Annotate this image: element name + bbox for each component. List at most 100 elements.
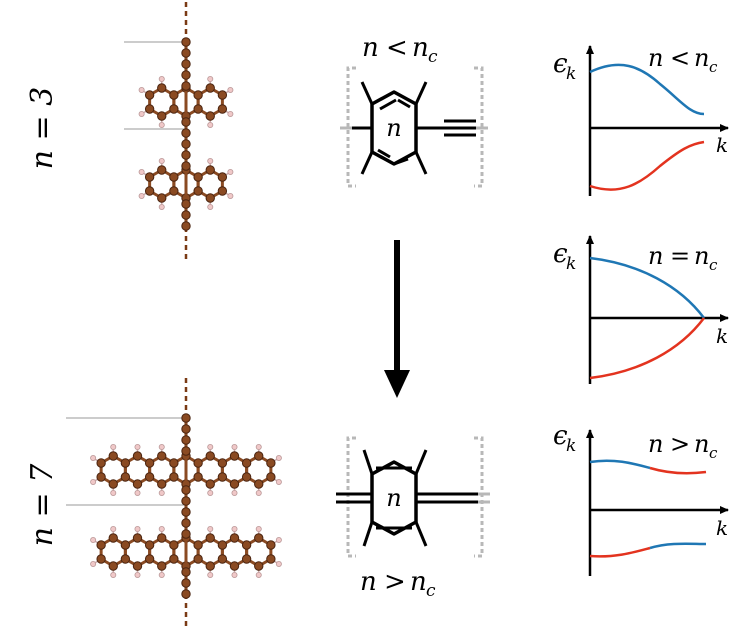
hydrogen-atom <box>138 87 145 94</box>
svg-text:k: k <box>566 436 576 456</box>
svg-text:n: n <box>694 44 709 72</box>
carbon-atom <box>193 458 203 468</box>
hydrogen-atom <box>158 572 165 579</box>
lower-band <box>589 317 705 380</box>
svg-text:>: > <box>384 567 406 597</box>
carbon-atom <box>120 472 131 482</box>
carbon-atom <box>120 458 131 468</box>
carbon-atom <box>169 540 179 550</box>
carbon-atom <box>169 458 179 468</box>
linker-carbon-atom <box>181 70 191 80</box>
hydrogen-atom <box>110 572 117 579</box>
carbon-atom <box>193 540 203 550</box>
linker-carbon-atom <box>181 413 191 423</box>
carbon-atom <box>241 554 252 564</box>
hydrogen-atom <box>138 192 145 199</box>
svg-text:k: k <box>566 254 576 274</box>
svg-text:n: n <box>694 430 709 458</box>
carbon-atom <box>241 540 252 550</box>
linker-carbon-atom <box>181 199 191 209</box>
plot-title-n-equal-nc: n = n c <box>648 242 718 274</box>
svg-text:n: n <box>360 567 377 597</box>
hydrogen-atom <box>227 168 234 175</box>
carbon-atom <box>229 479 240 489</box>
motif-n-less-than-nc: n < n c n <box>340 33 488 188</box>
linker-carbon-atom <box>181 435 191 445</box>
hydrogen-atom <box>255 489 262 496</box>
xlabel-k: k <box>716 516 728 540</box>
hydrogen-atom <box>255 526 262 533</box>
svg-text:ϵ: ϵ <box>553 421 568 451</box>
linker-carbon-atom <box>181 59 191 69</box>
carbon-atom <box>157 193 167 203</box>
carbon-atom <box>217 186 228 196</box>
carbon-atom <box>108 479 118 489</box>
hydrogen-atom <box>207 203 214 210</box>
upper-band-red-segment <box>649 466 707 475</box>
carbon-atom <box>229 533 240 543</box>
linker-carbon-atom <box>181 567 191 577</box>
svg-text:k: k <box>566 64 576 84</box>
svg-text:n = 7: n = 7 <box>25 463 60 547</box>
carbon-atom <box>144 104 155 114</box>
carbon-atom <box>157 451 167 461</box>
hydrogen-atom <box>227 87 234 94</box>
carbon-atom <box>132 479 143 489</box>
svg-text:n = 3: n = 3 <box>25 87 60 170</box>
svg-text:n: n <box>648 430 663 458</box>
linker-carbon-atom <box>181 485 191 495</box>
bracket-right <box>474 436 484 558</box>
carbon-atom <box>144 458 155 468</box>
hydrogen-atom <box>110 489 117 496</box>
svg-text:<: < <box>386 33 408 63</box>
hydrogen-atom <box>90 561 97 568</box>
ylabel-epsilon-k: ϵ k <box>553 239 576 274</box>
row-label-n7: n = 7 <box>25 463 60 547</box>
hydrogen-atom <box>90 478 97 485</box>
carbon-atom <box>108 561 118 571</box>
carbon-atom <box>157 83 167 93</box>
row-label-n3: n = 3 <box>25 87 60 170</box>
carbon-atom <box>169 472 179 482</box>
xlabel-k: k <box>716 324 728 348</box>
linker-carbon-atom <box>181 518 191 528</box>
carbon-atom <box>217 540 228 550</box>
svg-text:=: = <box>670 242 690 270</box>
linker-carbon-atom <box>181 117 191 127</box>
carbon-atom <box>217 172 228 182</box>
linker-carbon-atom <box>181 139 191 149</box>
upper-band <box>589 256 705 319</box>
carbon-atom <box>193 104 203 114</box>
motif-n-greater-than-nc: n n > n c <box>336 436 490 601</box>
linker-carbon-atom <box>181 48 191 58</box>
carbon-atom <box>205 561 215 571</box>
svg-text:n: n <box>694 242 709 270</box>
hydrogen-atom <box>275 537 282 544</box>
linker-carbon-atom <box>181 424 191 434</box>
carbon-atom <box>132 561 143 571</box>
carbon-atom <box>193 186 203 196</box>
linker-carbon-atom <box>181 150 191 160</box>
carbon-atom <box>217 472 228 482</box>
hydrogen-atom <box>134 526 141 533</box>
transition-arrow <box>384 240 410 398</box>
carbon-atom <box>108 533 118 543</box>
svg-text:ϵ: ϵ <box>553 239 568 269</box>
carbon-atom <box>132 451 143 461</box>
svg-text:n: n <box>362 33 379 63</box>
carbon-atom <box>144 186 155 196</box>
hydrogen-atom <box>231 572 238 579</box>
carbon-atom <box>241 472 252 482</box>
upper-band-blue-segment <box>589 459 651 470</box>
hydrogen-atom <box>138 168 145 175</box>
carbon-atom <box>205 193 215 203</box>
carbon-atom <box>205 111 215 121</box>
carbon-atom <box>205 83 215 93</box>
hydrogen-atom <box>134 443 141 450</box>
hydrogen-atom <box>207 572 214 579</box>
carbon-atom <box>144 472 155 482</box>
carbon-atom <box>266 472 276 482</box>
hydrogen-atom <box>90 537 97 544</box>
carbon-atom <box>193 472 203 482</box>
carbon-atom <box>205 165 215 175</box>
